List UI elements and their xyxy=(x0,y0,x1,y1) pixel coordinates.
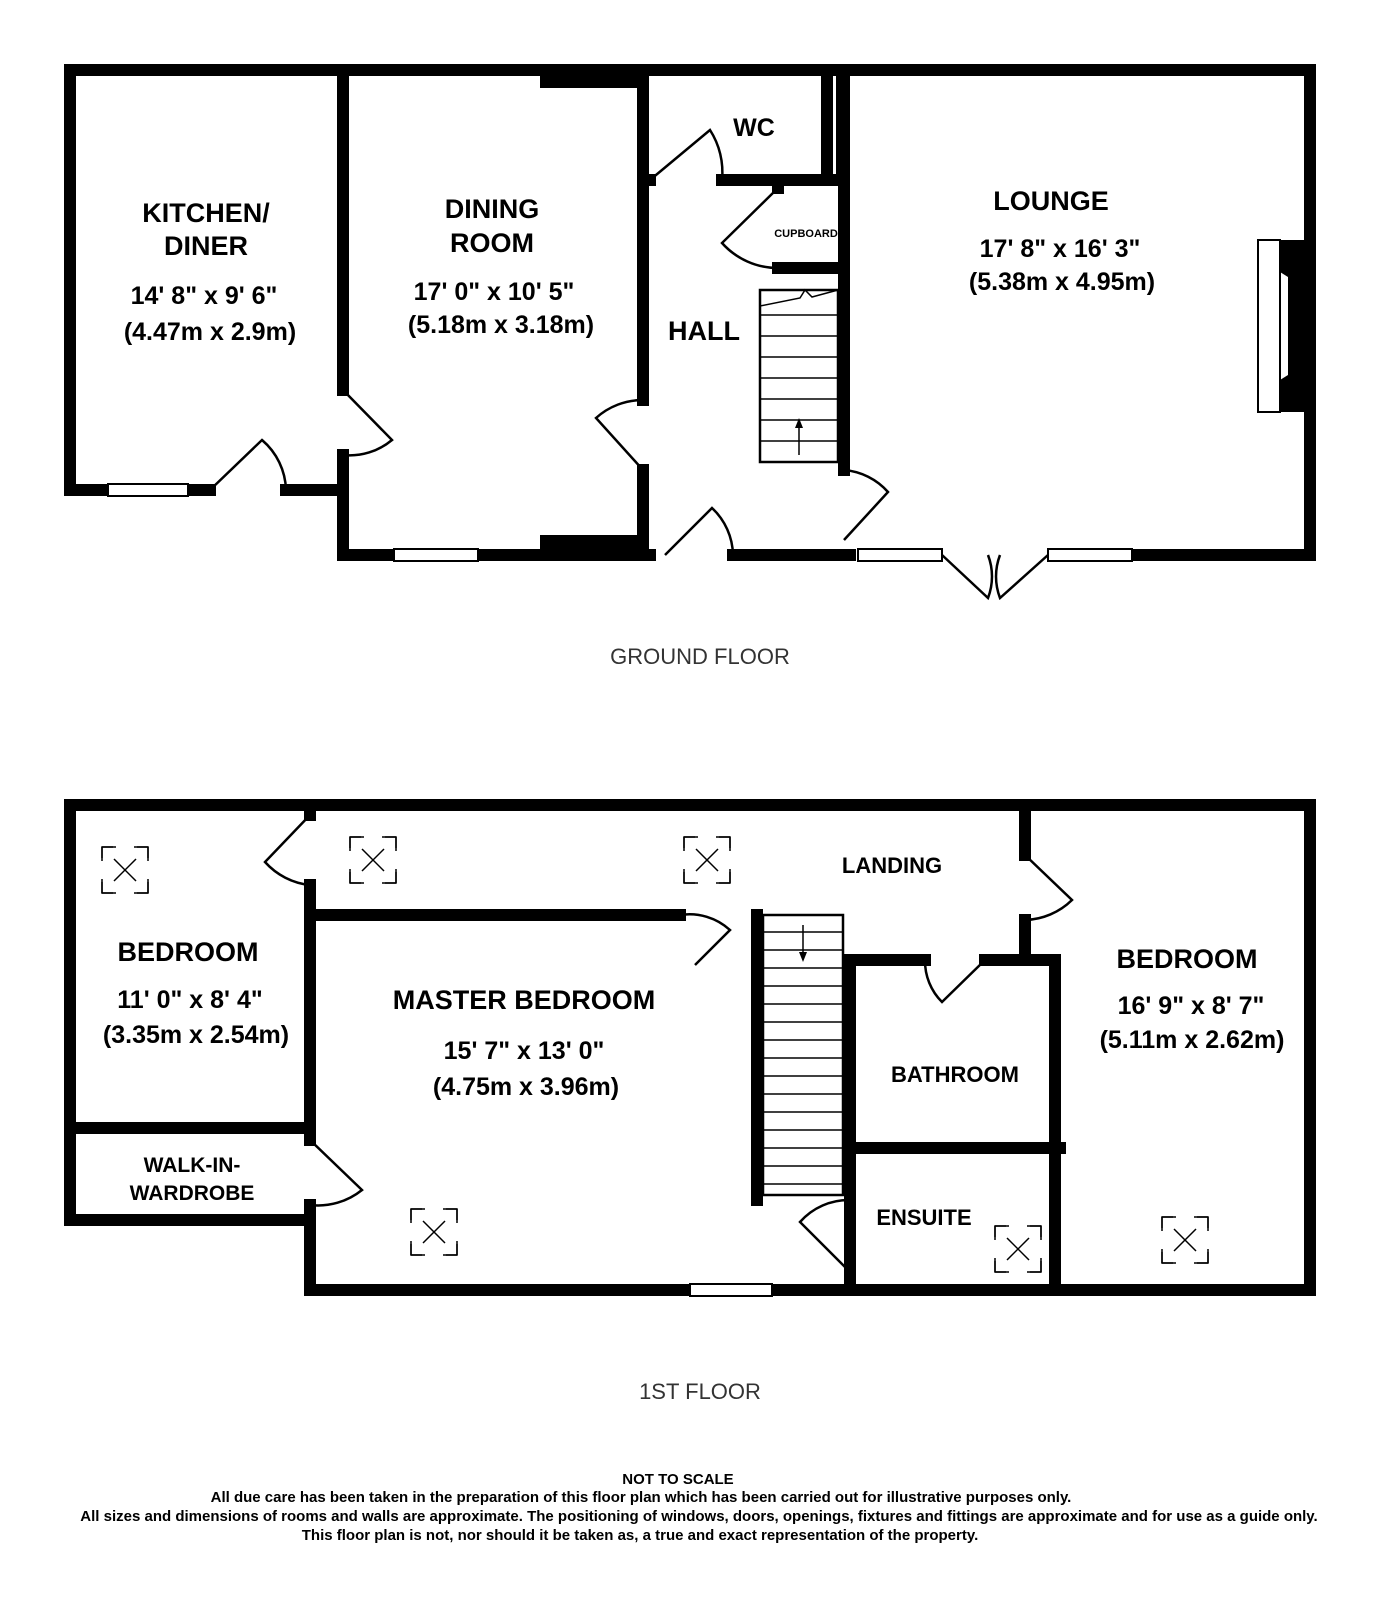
bedroom-left-dim-imperial: 11' 0" x 8' 4" xyxy=(117,986,262,1014)
dining-name-line2: ROOM xyxy=(450,228,534,258)
disclaimer-line2: All sizes and dimensions of rooms and wa… xyxy=(80,1508,1317,1525)
skylight-icon xyxy=(349,836,397,884)
master-window xyxy=(689,1283,773,1297)
walk-in-name-line2: WARDROBE xyxy=(130,1182,255,1205)
dining-wall-block xyxy=(540,64,638,88)
kitchen-window xyxy=(107,483,189,497)
dining-window xyxy=(393,548,479,562)
lounge-window-left xyxy=(857,548,943,562)
skylight-icon xyxy=(683,836,731,884)
kitchen-dim-imperial: 14' 8" x 9' 6" xyxy=(131,282,278,310)
first-floor: BEDROOM 11' 0" x 8' 4" (3.35m x 2.54m) W… xyxy=(64,799,1316,1404)
bedroom-left-dim-metric: (3.35m x 2.54m) xyxy=(103,1021,289,1049)
dining-name-line1: DINING xyxy=(445,194,540,224)
lounge-dim-imperial: 17' 8" x 16' 3" xyxy=(980,235,1141,263)
wc-name: WC xyxy=(733,114,775,142)
dining-wall-block-bottom xyxy=(540,535,638,561)
skylight-icon xyxy=(410,1208,458,1256)
bedroom-right-name: BEDROOM xyxy=(1117,944,1258,974)
dining-dim-metric: (5.18m x 3.18m) xyxy=(408,311,594,339)
master-name: MASTER BEDROOM xyxy=(393,985,656,1015)
lounge-name: LOUNGE xyxy=(993,186,1109,216)
ground-floor-stairs xyxy=(758,288,840,464)
disclaimer: NOT TO SCALE All due care has been taken… xyxy=(80,1471,1317,1544)
fireplace xyxy=(1257,239,1304,413)
first-floor-stairs xyxy=(761,913,845,1197)
skylight-icon xyxy=(1161,1216,1209,1264)
bathroom-name: BATHROOM xyxy=(891,1062,1019,1087)
disclaimer-line1: All due care has been taken in the prepa… xyxy=(211,1489,1072,1506)
kitchen-dim-metric: (4.47m x 2.9m) xyxy=(124,318,296,346)
skylight-icons xyxy=(101,836,1209,1273)
lounge-dim-metric: (5.38m x 4.95m) xyxy=(969,268,1155,296)
skylight-icon xyxy=(101,846,149,894)
landing-name: LANDING xyxy=(842,853,942,878)
first-floor-doors xyxy=(263,814,1074,1273)
ground-floor: KITCHEN/ DINER 14' 8" x 9' 6" (4.47m x 2… xyxy=(64,64,1316,669)
master-dim-metric: (4.75m x 3.96m) xyxy=(433,1073,619,1101)
kitchen-name-line1: KITCHEN/ xyxy=(142,198,270,228)
first-floor-label: 1ST FLOOR xyxy=(639,1379,761,1404)
master-dim-imperial: 15' 7" x 13' 0" xyxy=(444,1037,605,1065)
walk-in-name-line1: WALK-IN- xyxy=(144,1154,241,1177)
lounge-window-right xyxy=(1047,548,1133,562)
hall-name: HALL xyxy=(668,316,740,346)
ground-floor-walls xyxy=(64,64,1316,561)
skylight-icon xyxy=(994,1225,1042,1273)
kitchen-name-line2: DINER xyxy=(164,231,248,261)
ground-floor-doors xyxy=(209,128,1049,601)
disclaimer-line3: This floor plan is not, nor should it be… xyxy=(302,1527,979,1544)
first-floor-walls xyxy=(64,799,1316,1296)
cupboard-name: CUPBOARD xyxy=(774,228,838,240)
dining-dim-imperial: 17' 0" x 10' 5" xyxy=(414,278,575,306)
bedroom-right-dim-imperial: 16' 9" x 8' 7" xyxy=(1118,992,1265,1020)
hall-wall-block xyxy=(836,76,850,186)
ground-floor-label: GROUND FLOOR xyxy=(610,644,790,669)
bedroom-right-dim-metric: (5.11m x 2.62m) xyxy=(1100,1026,1285,1054)
ensuite-name: ENSUITE xyxy=(876,1205,971,1230)
disclaimer-title: NOT TO SCALE xyxy=(622,1471,733,1488)
bedroom-left-name: BEDROOM xyxy=(118,937,259,967)
